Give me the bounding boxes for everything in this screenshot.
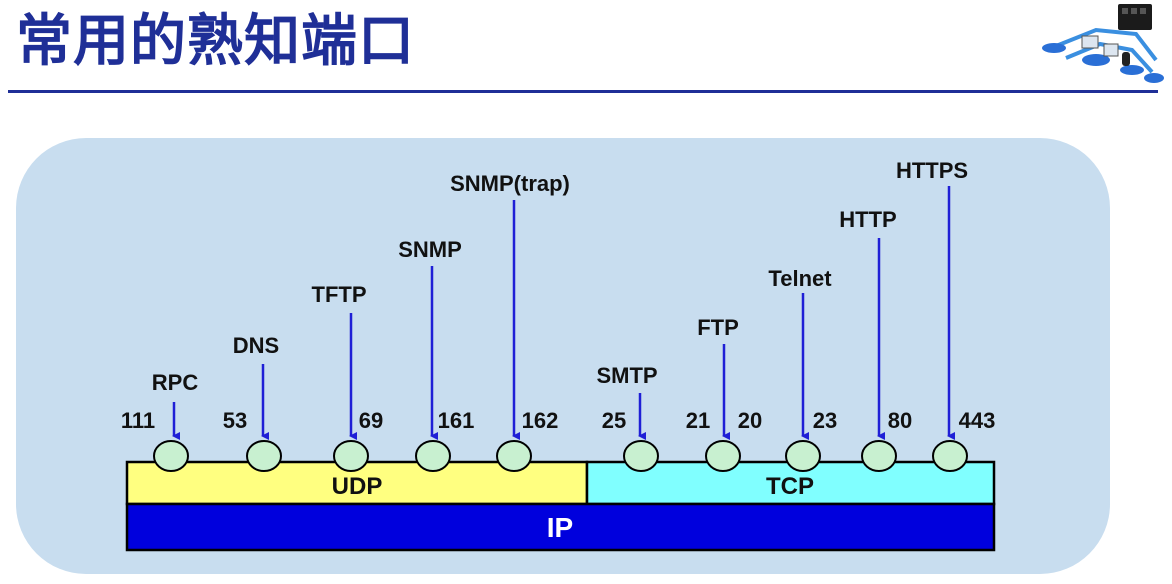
port-label-161: 161 <box>438 408 475 433</box>
ip-label: IP <box>547 512 573 543</box>
service-https: HTTPS 443 <box>896 158 996 472</box>
port-label-111: 111 <box>121 408 155 433</box>
port-label-20: 20 <box>738 408 762 433</box>
port-circle-69 <box>333 440 369 472</box>
ip-bar <box>125 502 996 552</box>
page-title: 常用的熟知端口 <box>16 9 415 74</box>
service-label-ftp: FTP <box>697 315 739 340</box>
port-label-53: 53 <box>223 408 247 433</box>
port-circle-53 <box>246 440 282 472</box>
service-label-tftp: TFTP <box>312 282 367 307</box>
port-circle-161 <box>415 440 451 472</box>
service-label-rpc: RPC <box>152 370 199 395</box>
port-circle-80 <box>861 440 897 472</box>
service-http: HTTP 80 <box>839 207 912 472</box>
port-label-69: 69 <box>359 408 383 433</box>
port-circle-162 <box>496 440 532 472</box>
port-circle-443 <box>932 440 968 472</box>
title-underline <box>8 90 1158 93</box>
service-telnet: Telnet 23 <box>768 266 837 472</box>
tcp-label: TCP <box>766 473 814 500</box>
port-circle-25 <box>623 440 659 472</box>
service-label-http: HTTP <box>839 207 896 232</box>
service-tftp: TFTP 69 <box>312 282 383 472</box>
service-snmp-trap: SNMP(trap) 162 <box>450 171 570 472</box>
service-label-snmp: SNMP <box>398 237 462 262</box>
service-label-https: HTTPS <box>896 158 968 183</box>
port-label-25: 25 <box>602 408 626 433</box>
network-diagram-icon <box>1042 4 1164 83</box>
port-label-80: 80 <box>888 408 912 433</box>
port-label-443: 443 <box>959 408 996 433</box>
service-snmp: SNMP 161 <box>398 237 475 472</box>
service-label-snmp-trap: SNMP(trap) <box>450 171 570 196</box>
service-rpc: RPC 111 <box>121 370 199 472</box>
port-label-162: 162 <box>522 408 559 433</box>
service-label-smtp: SMTP <box>596 363 657 388</box>
port-label-23: 23 <box>813 408 837 433</box>
port-circle-21-20 <box>705 440 741 472</box>
service-dns: DNS 53 <box>223 333 282 472</box>
port-label-21: 21 <box>686 408 710 433</box>
service-label-dns: DNS <box>233 333 279 358</box>
service-label-telnet: Telnet <box>768 266 832 291</box>
service-ftp: FTP 21 20 <box>686 315 762 472</box>
port-circle-23 <box>785 440 821 472</box>
service-smtp: SMTP 25 <box>596 363 659 472</box>
port-circle-111 <box>153 440 189 472</box>
udp-label: UDP <box>332 473 383 500</box>
